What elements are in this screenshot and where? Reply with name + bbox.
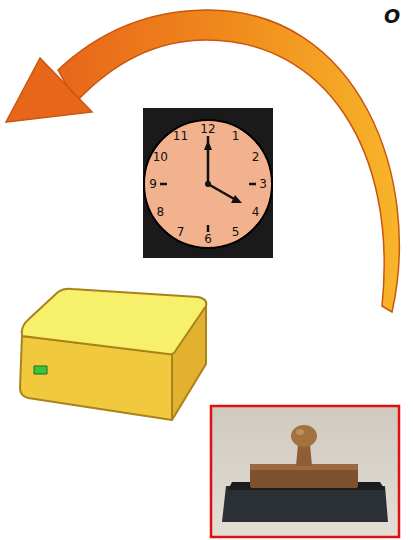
- clock-number: 4: [252, 206, 260, 218]
- clock-number: 5: [232, 226, 240, 238]
- clock-number: 12: [200, 123, 215, 135]
- clock-icon: [143, 108, 273, 258]
- clock-number: 1: [232, 130, 240, 142]
- cycle-arrow: [6, 10, 399, 312]
- clock-number: 3: [259, 178, 267, 190]
- stamp-photo: [211, 406, 399, 537]
- clock-number: 10: [153, 151, 168, 163]
- clock-number: 2: [252, 151, 260, 163]
- corner-heading: O: [384, 7, 400, 26]
- clock-number: 11: [173, 130, 188, 142]
- storage-box: [20, 289, 206, 420]
- clock-number: 8: [157, 206, 165, 218]
- clock-number: 7: [177, 226, 185, 238]
- clock-number: 9: [149, 178, 157, 190]
- clock-number: 6: [204, 233, 212, 245]
